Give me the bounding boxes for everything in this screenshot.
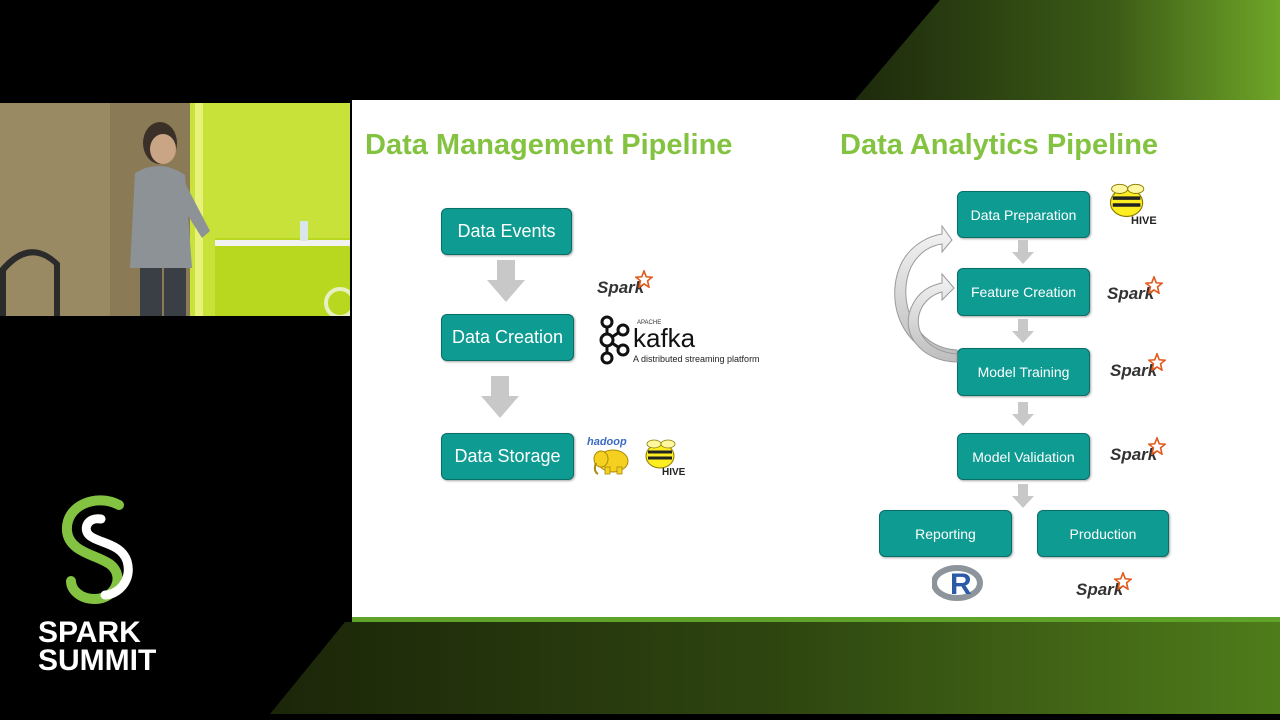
down-arrow-icon	[487, 260, 525, 302]
model-validation-step: Model Validation	[957, 433, 1090, 480]
spark-star-icon	[635, 270, 653, 288]
hive-bee-icon	[1109, 183, 1145, 218]
left-pipeline-title: Data Management Pipeline	[365, 129, 733, 161]
down-arrow-icon	[1012, 319, 1034, 343]
spark-star-icon	[1148, 353, 1166, 371]
spark-logo: Spark	[1076, 572, 1141, 602]
presentation-slide: Data Management Pipeline Data Analytics …	[352, 100, 1280, 618]
background-stripe-bottom	[270, 622, 1280, 714]
down-arrow-icon	[1012, 240, 1034, 264]
kafka-icon	[599, 315, 630, 365]
data-events-step: Data Events	[441, 208, 572, 255]
down-arrow-icon	[481, 376, 519, 418]
data-storage-step: Data Storage	[441, 433, 574, 480]
brand-line-1: SPARK	[38, 616, 141, 649]
hadoop-elephant-icon	[593, 449, 629, 475]
production-output: Production	[1037, 510, 1169, 557]
hive-bee-icon	[645, 439, 676, 469]
feature-creation-step: Feature Creation	[957, 268, 1090, 316]
reporting-output: Reporting	[879, 510, 1012, 557]
hadoop-logo: hadoop	[585, 436, 633, 478]
speaker-video-inset	[0, 103, 350, 316]
spark-logo: Spark	[1110, 437, 1175, 467]
feedback-loop-arrow-icon	[894, 224, 958, 363]
hive-logo: HIVE	[642, 438, 685, 478]
data-creation-step: Data Creation	[441, 314, 574, 361]
r-ring-icon	[932, 565, 983, 601]
slide-bottom-border	[352, 617, 1280, 622]
down-arrow-icon	[1012, 484, 1034, 508]
background-stripe-top	[855, 0, 1280, 100]
spark-star-icon	[1148, 437, 1166, 455]
down-arrow-icon	[1012, 402, 1034, 426]
data-preparation-step: Data Preparation	[957, 191, 1090, 238]
hive-logo: HIVE	[1104, 182, 1159, 230]
spark-star-icon	[1114, 572, 1132, 590]
spark-logo: Spark	[597, 270, 662, 300]
spark-logo: Spark	[1107, 276, 1172, 306]
spark-star-icon	[1145, 276, 1163, 294]
right-pipeline-title: Data Analytics Pipeline	[840, 129, 1159, 161]
model-training-step: Model Training	[957, 348, 1090, 396]
spark-logo: Spark	[1110, 353, 1175, 383]
brand-line-2: SUMMIT	[38, 644, 157, 677]
spark-summit-logo: SPARK SUMMIT	[22, 495, 182, 685]
kafka-logo: APACHE kafka A distributed streaming pla…	[597, 315, 772, 365]
spark-summit-swirl-icon	[62, 495, 133, 605]
r-logo: R	[932, 565, 984, 603]
